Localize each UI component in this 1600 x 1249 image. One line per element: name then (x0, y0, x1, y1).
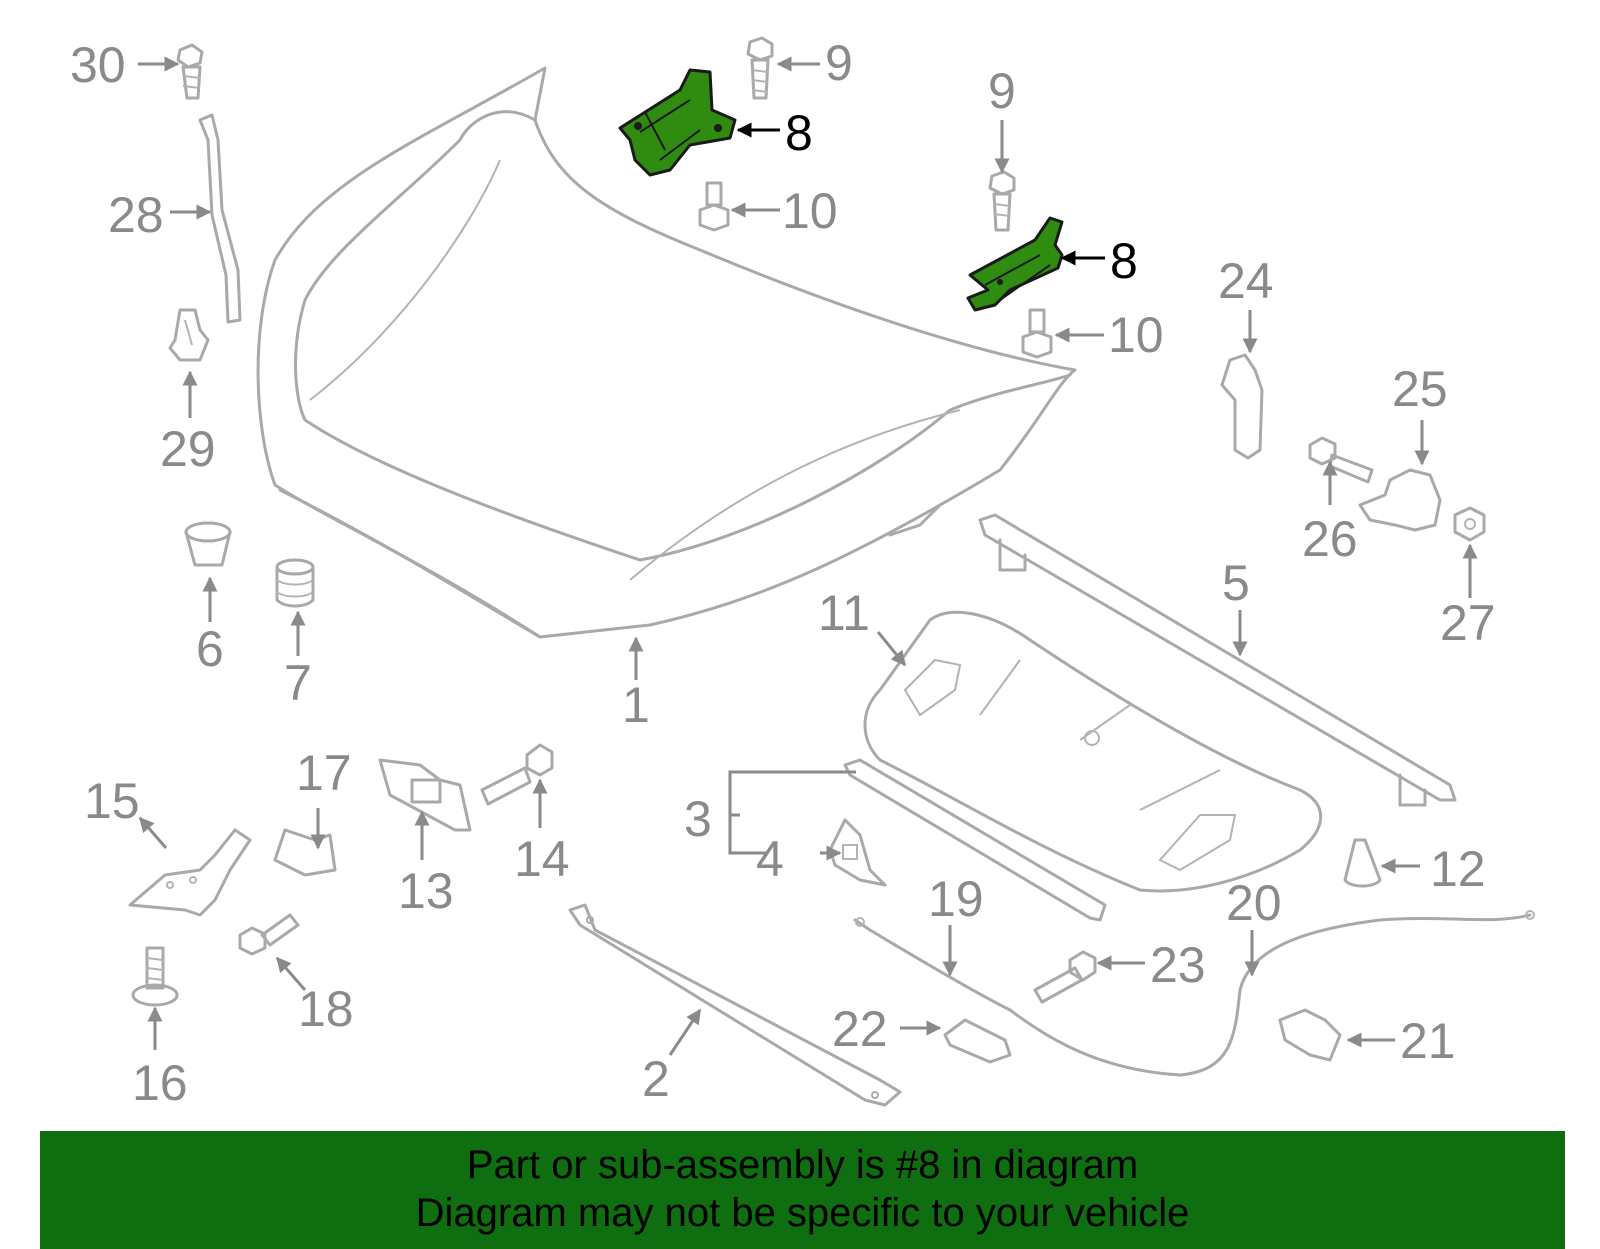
hood-insulator (863, 610, 1323, 893)
bracket-21 (1278, 1008, 1342, 1062)
callout-27: 27 (1440, 595, 1496, 651)
callout-16: 16 (132, 1055, 188, 1111)
callout-7: 7 (284, 655, 312, 711)
front-seal-strip (568, 903, 902, 1107)
callout-21: 21 (1400, 1013, 1456, 1069)
hood-hinge-right (966, 216, 1064, 312)
bumper-stop-6 (184, 521, 232, 567)
bolt-30 (176, 43, 204, 100)
callout-29: 29 (160, 421, 216, 477)
release-cable-20 (1008, 910, 1535, 1077)
callout-23: 23 (1150, 937, 1206, 993)
callout-14: 14 (514, 831, 570, 887)
bracket-22 (943, 1018, 1012, 1064)
prop-rod-holder (168, 308, 210, 362)
clip-4 (828, 818, 887, 887)
banner-line-2: Diagram may not be specific to your vehi… (415, 1191, 1190, 1235)
callout-10-right: 10 (1108, 307, 1164, 363)
seal-strip (843, 758, 1107, 922)
bolt-18 (238, 913, 300, 956)
callout-10-left: 10 (782, 183, 838, 239)
hood-hinge-left (618, 68, 737, 177)
bolt-14 (480, 743, 554, 806)
bracket-15 (128, 828, 252, 917)
bolt-9-right (988, 170, 1016, 232)
leader-lines (138, 56, 1478, 1056)
callout-2: 2 (642, 1051, 670, 1107)
callout-19: 19 (928, 871, 984, 927)
callout-20: 20 (1226, 875, 1282, 931)
release-cable-19 (853, 917, 1012, 1012)
callout-9-left: 9 (825, 35, 853, 91)
bolt-9-left (746, 36, 774, 100)
hood-lock-25 (1358, 468, 1442, 532)
callout-26: 26 (1302, 511, 1358, 567)
bracket-17 (273, 828, 337, 877)
callout-8-right: 8 (1110, 233, 1138, 289)
callout-25: 25 (1392, 361, 1448, 417)
callout-8-left: 8 (785, 105, 813, 161)
callout-22: 22 (832, 1001, 888, 1057)
callout-5: 5 (1222, 555, 1250, 611)
callout-18: 18 (298, 981, 354, 1037)
callout-13: 13 (398, 863, 454, 919)
bolt-10-right (1021, 308, 1053, 359)
bolt-26 (1308, 436, 1374, 484)
callout-30: 30 (70, 37, 126, 93)
callout-11: 11 (818, 585, 870, 641)
callout-6: 6 (196, 621, 224, 677)
callout-28: 28 (108, 187, 164, 243)
callout-9-right: 9 (988, 63, 1016, 119)
callout-1: 1 (622, 677, 650, 733)
hood-prop-rod (198, 113, 242, 324)
striker-13 (378, 758, 472, 832)
nut-27 (1453, 506, 1486, 542)
callout-4: 4 (756, 831, 784, 887)
callout-15: 15 (84, 773, 140, 829)
rear-seal (978, 513, 1457, 807)
hood-panel (256, 66, 1077, 639)
callout-24: 24 (1218, 253, 1274, 309)
bolt-10-left (698, 181, 730, 232)
callout-3: 3 (684, 791, 712, 847)
callout-labels: 30 28 29 6 7 1 9 8 10 9 8 10 24 25 26 27… (70, 35, 1496, 1111)
bolt-23 (1033, 950, 1097, 1004)
banner-line-1: Part or sub-assembly is #8 in diagram (466, 1143, 1139, 1187)
bumper-7 (275, 558, 315, 608)
callout-17: 17 (296, 745, 352, 801)
screw-16 (131, 946, 179, 1007)
hood-latch-lever-24 (1220, 353, 1264, 460)
callout-12: 12 (1430, 841, 1486, 897)
info-banner: Part or sub-assembly is #8 in diagram Di… (40, 1131, 1565, 1249)
plug-12 (1343, 838, 1382, 888)
